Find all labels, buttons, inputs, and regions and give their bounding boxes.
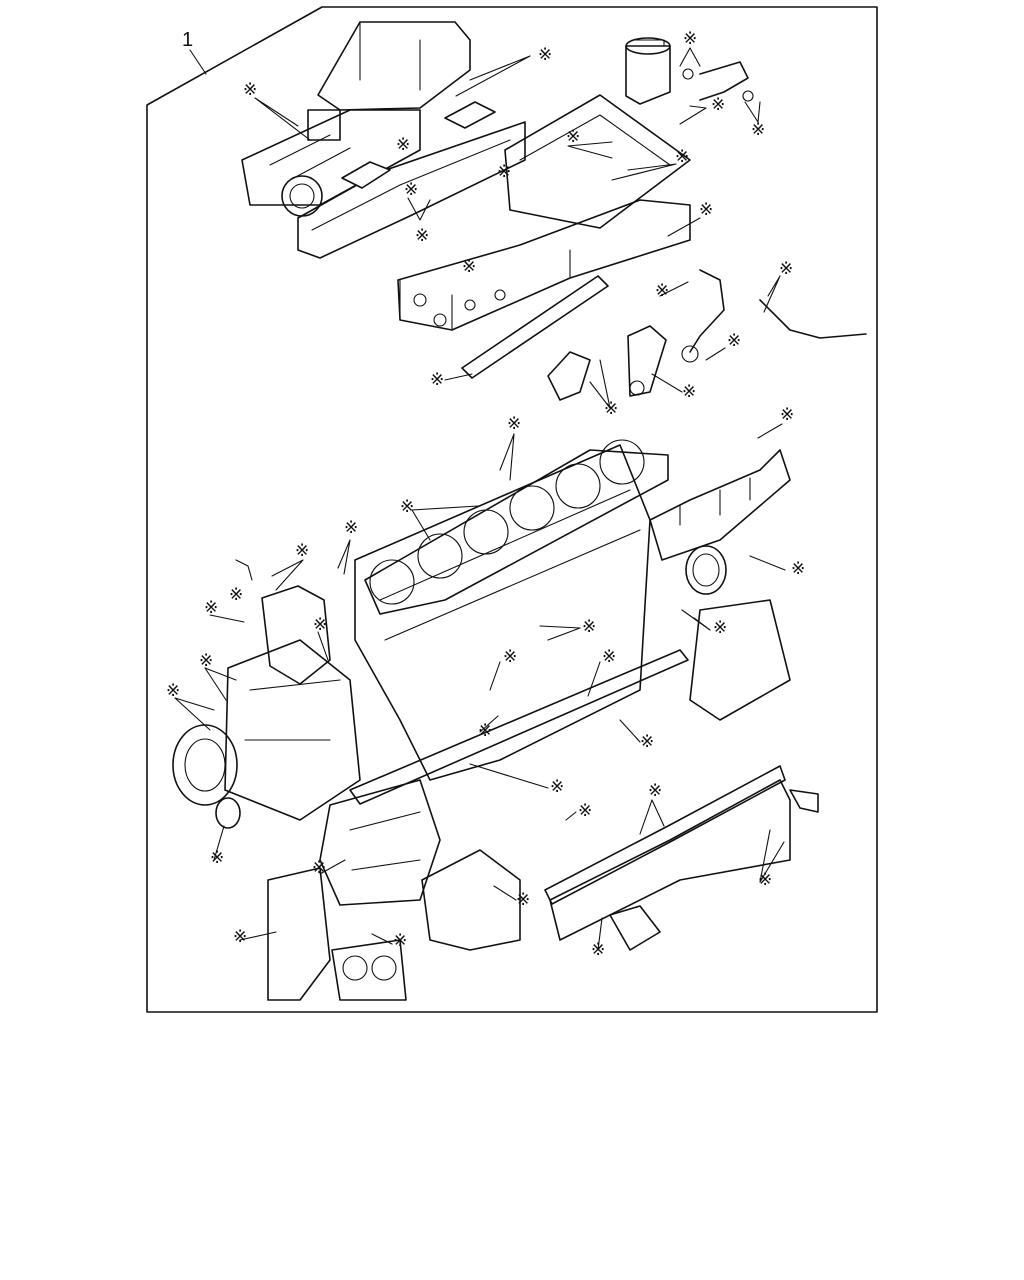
part-marker: ※ — [711, 95, 725, 115]
part-marker: ※ — [415, 226, 429, 246]
oil-pump — [421, 849, 521, 951]
part-marker: ※ — [655, 281, 669, 301]
part-marker: ※ — [497, 162, 511, 182]
exhaust-manifold — [649, 449, 791, 561]
cylinder-head — [397, 199, 691, 331]
part-marker: ※ — [462, 257, 476, 277]
part-marker: ※ — [550, 777, 564, 797]
water-pipes-mid — [547, 325, 667, 401]
part-marker: ※ — [640, 732, 654, 752]
oil-filter-top — [625, 37, 671, 105]
oil-strainer — [267, 867, 331, 1001]
part-marker: ※ — [478, 721, 492, 741]
callout-leader — [189, 49, 207, 75]
side-cover — [549, 779, 791, 941]
part-marker: ※ — [312, 858, 326, 878]
part-marker: ※ — [404, 180, 418, 200]
oil-cooler — [319, 779, 441, 906]
part-marker: ※ — [675, 147, 689, 167]
part-marker: ※ — [204, 598, 218, 618]
oil-line-top-right — [682, 61, 754, 102]
rocker-cover-right — [504, 94, 691, 229]
part-marker: ※ — [396, 135, 410, 155]
part-marker: ※ — [578, 801, 592, 821]
head-gasket-strip — [461, 275, 609, 379]
front-crankshaft-seal — [215, 797, 241, 829]
part-marker: ※ — [648, 781, 662, 801]
fuel-lines — [681, 269, 867, 363]
part-marker: ※ — [430, 370, 444, 390]
part-marker: ※ — [503, 647, 517, 667]
water-pump-and-thermostat — [235, 559, 331, 685]
part-marker: ※ — [229, 585, 243, 605]
part-marker: ※ — [779, 259, 793, 279]
part-marker: ※ — [199, 651, 213, 671]
part-marker: ※ — [538, 45, 552, 65]
part-marker: ※ — [791, 559, 805, 579]
part-marker: ※ — [166, 681, 180, 701]
part-marker: ※ — [751, 120, 765, 140]
side-cover-gasket — [544, 765, 786, 905]
part-marker: ※ — [604, 399, 618, 419]
breather — [609, 789, 819, 951]
oil-pan-gasket — [349, 649, 689, 805]
part-marker: ※ — [713, 618, 727, 638]
part-marker: ※ — [727, 331, 741, 351]
part-marker: ※ — [400, 497, 414, 517]
crankshaft-pulley — [172, 724, 238, 806]
callout-number: 1 — [182, 29, 193, 51]
timing-gear-case — [224, 639, 361, 821]
engine-block — [354, 444, 651, 781]
part-marker: ※ — [507, 414, 521, 434]
part-marker: ※ — [780, 405, 794, 425]
part-marker: ※ — [683, 29, 697, 49]
rear-crankshaft-seal — [685, 545, 727, 595]
part-marker: ※ — [233, 927, 247, 947]
part-marker: ※ — [243, 80, 257, 100]
kit-frame — [146, 6, 878, 1013]
flywheel-housing — [689, 599, 791, 721]
part-marker: ※ — [602, 647, 616, 667]
oil-pan-lower — [331, 939, 407, 1001]
part-marker: ※ — [295, 541, 309, 561]
part-marker: ※ — [210, 848, 224, 868]
part-marker: ※ — [682, 382, 696, 402]
part-marker: ※ — [344, 518, 358, 538]
part-markers: ※ ※ ※ ※ ※ ※ ※ ※ ※ ※ ※ ※ ※ ※ ※ ※ ※ ※ ※ ※ … — [166, 29, 805, 960]
rocker-cover-left — [297, 101, 526, 259]
part-marker: ※ — [582, 617, 596, 637]
part-marker: ※ — [313, 615, 327, 635]
cylinder-head-gasket — [364, 439, 669, 615]
intake-manifold-upper — [307, 21, 471, 141]
part-marker: ※ — [516, 890, 530, 910]
marker-leaders — [174, 47, 786, 951]
part-marker: ※ — [566, 127, 580, 147]
part-marker: ※ — [393, 931, 407, 951]
part-marker: ※ — [699, 200, 713, 220]
